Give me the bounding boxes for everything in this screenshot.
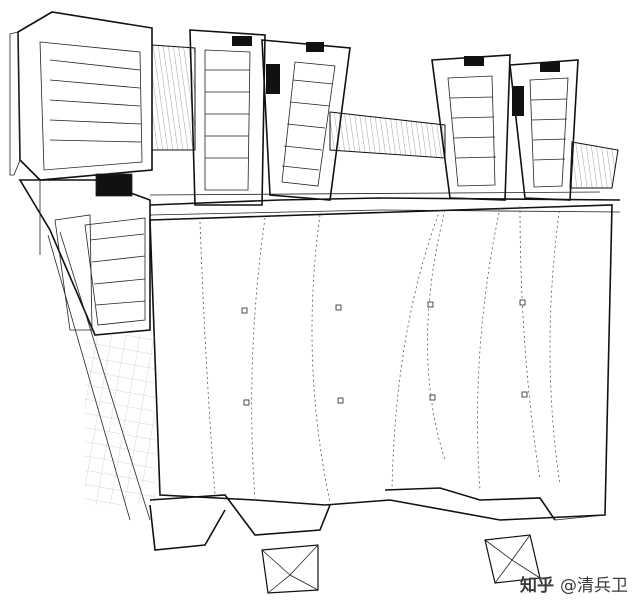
glazed-connectors (151, 44, 619, 189)
grid-courtyard (85, 335, 155, 505)
main-corridor (149, 191, 621, 216)
column-markers (241, 299, 528, 406)
classroom-wing-2 (261, 39, 351, 201)
watermark-platform: 知乎 (520, 576, 554, 596)
classroom-wing-1 (189, 29, 266, 206)
classroom-wing-3 (431, 54, 524, 201)
watermark-handle: @清兵卫 (560, 576, 628, 596)
watermark: 知乎 @清兵卫 (520, 571, 628, 596)
south-entrances (149, 487, 606, 594)
main-hall (39, 180, 613, 521)
classroom-wing-4 (509, 59, 579, 201)
auditorium-block (9, 11, 153, 197)
